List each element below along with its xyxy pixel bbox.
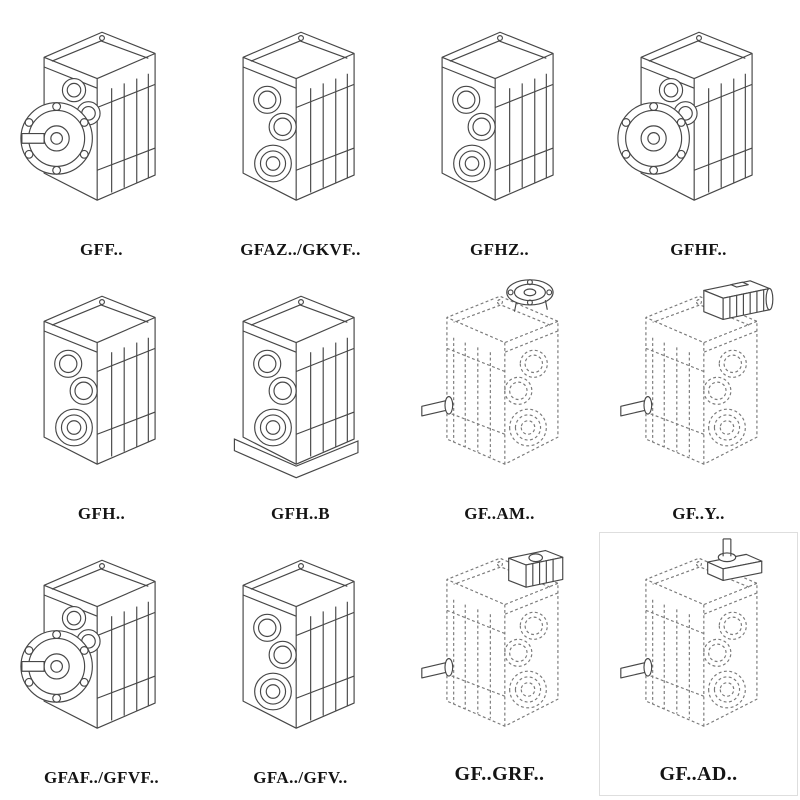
catalog-cell: GFA../GFV.. bbox=[201, 532, 400, 796]
model-label: GFHF.. bbox=[670, 240, 727, 259]
flange-gearbox-drawing bbox=[616, 31, 753, 201]
model-label: GFAF../GFVF.. bbox=[43, 768, 160, 787]
catalog-cell: GF..GRF.. bbox=[400, 532, 599, 796]
catalog-cell: GFH.. bbox=[2, 268, 201, 532]
model-label: GF..GRF.. bbox=[454, 763, 545, 785]
model-label: GFA../GFV.. bbox=[253, 768, 348, 787]
model-label: GF..Y.. bbox=[672, 504, 725, 523]
catalog-cell: GF..AD.. bbox=[599, 532, 798, 796]
catalog-cell: GF..AM.. bbox=[400, 268, 599, 532]
model-label: GFH..B bbox=[270, 504, 331, 523]
model-label: GF..AM.. bbox=[464, 504, 535, 523]
hollow-bore-gearbox-drawing bbox=[242, 31, 355, 201]
catalog-cell: GFHZ.. bbox=[400, 4, 599, 268]
flange-shaft-gearbox-drawing bbox=[19, 31, 156, 201]
model-label: GF..AD.. bbox=[659, 763, 738, 785]
model-label: GFF.. bbox=[80, 240, 123, 259]
hollow-bore-gearbox-drawing bbox=[43, 295, 156, 465]
motor-flange-adapter-gearbox-drawing bbox=[420, 279, 558, 465]
flange-shaft-gearbox-drawing bbox=[19, 559, 156, 729]
foot-mounted-gearbox-drawing bbox=[233, 295, 359, 479]
hollow-bore-gearbox-drawing bbox=[441, 31, 554, 201]
catalog-cell: GFHF.. bbox=[599, 4, 798, 268]
input-shaft-adapter-gearbox-drawing bbox=[619, 537, 762, 727]
model-label: GFHZ.. bbox=[469, 240, 530, 259]
catalog-cell: GFF.. bbox=[2, 4, 201, 268]
gear-adapter-gearbox-drawing bbox=[420, 549, 563, 727]
model-label: GFAZ../GKVF.. bbox=[240, 240, 361, 259]
motor-mounted-gearbox-drawing bbox=[619, 280, 773, 465]
catalog-cell: GFH..B bbox=[201, 268, 400, 532]
catalog-cell: GFAF../GFVF.. bbox=[2, 532, 201, 796]
hollow-bore-gearbox-drawing bbox=[242, 559, 355, 729]
model-label: GFH.. bbox=[77, 504, 126, 523]
catalog-cell: GF..Y.. bbox=[599, 268, 798, 532]
catalog-cell: GFAZ../GKVF.. bbox=[201, 4, 400, 268]
